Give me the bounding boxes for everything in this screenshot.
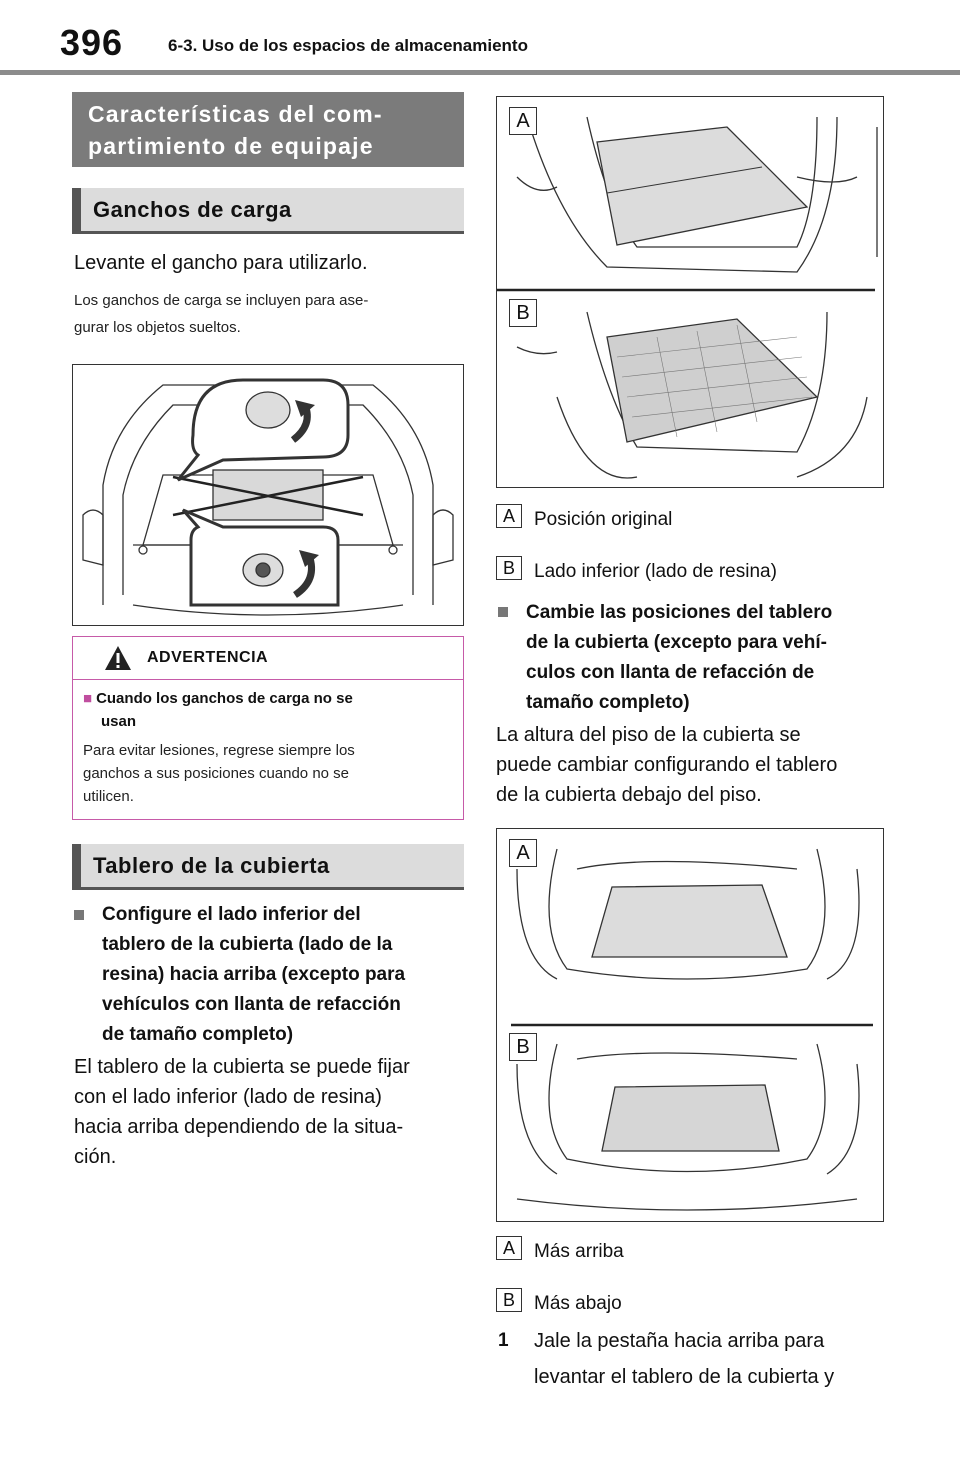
paragraph-lift-hook: Levante el gancho para utilizarlo. bbox=[74, 252, 368, 274]
bullet1-line-1: Configure el lado inferior del bbox=[102, 904, 361, 925]
bullet1-line-3: resina) hacia arriba (excepto para bbox=[102, 964, 406, 985]
caption-lower: Más abajo bbox=[534, 1293, 622, 1314]
warning-body: Para evitar lesiones, regrese siempre lo… bbox=[83, 739, 453, 808]
bullet2-line-3: culos con llanta de refacción de bbox=[526, 662, 815, 683]
caption-key-b: B bbox=[496, 556, 522, 580]
bullet1-line-2: tablero de la cubierta (lado de la bbox=[102, 934, 393, 955]
banner-line-1: Características del com- bbox=[88, 101, 383, 127]
bullet-square-icon bbox=[74, 910, 84, 920]
bullet2-line-4: tamaño completo) bbox=[526, 692, 690, 713]
paragraph-deck-board-fix: El tablero de la cubierta se puede fijar… bbox=[74, 1052, 410, 1172]
p3-line-2: puede cambiar configurando el tablero bbox=[496, 754, 838, 776]
header-divider bbox=[0, 70, 960, 75]
warning-body-line-2: ganchos a sus posiciones cuando no se bbox=[83, 765, 350, 782]
caption-higher: Más arriba bbox=[534, 1241, 624, 1262]
warning-head-line-1: Cuando los ganchos de carga no se bbox=[96, 690, 353, 707]
caption-original-position: Posición original bbox=[534, 509, 673, 530]
caption2-key-a: A bbox=[496, 1236, 522, 1260]
bullet2-line-1: Cambie las posiciones del tablero bbox=[526, 602, 833, 623]
deck-board-position-illustration: A B bbox=[496, 96, 884, 488]
warning-box: ADVERTENCIA ■Cuando los ganchos de carga… bbox=[72, 636, 464, 820]
cargo-hooks-illustration bbox=[72, 364, 464, 626]
section-title: 6-3. Uso de los espacios de almacenamien… bbox=[168, 36, 528, 55]
warning-header: ADVERTENCIA bbox=[73, 637, 463, 680]
figure-label-b: B bbox=[509, 299, 537, 327]
warning-triangle-icon bbox=[105, 646, 131, 670]
warning-head-line-2: usan bbox=[101, 713, 137, 730]
caption-key-a: A bbox=[496, 504, 522, 528]
subheading-deck-board: Tablero de la cubierta bbox=[72, 844, 464, 890]
warning-body-line-1: Para evitar lesiones, regrese siempre lo… bbox=[83, 742, 355, 759]
bullet-square-icon-2 bbox=[498, 607, 508, 617]
step1-line-2: levantar el tablero de la cubierta y bbox=[534, 1366, 835, 1388]
figure-label-a: A bbox=[509, 107, 537, 135]
p2-line-3: hacia arriba dependiendo de la situa- bbox=[74, 1116, 404, 1138]
warning-subheading: ■Cuando los ganchos de carga no se usan bbox=[83, 687, 453, 733]
bullet-change-positions: Cambie las posiciones del tablero de la … bbox=[526, 598, 832, 718]
note-line-2: gurar los objetos sueltos. bbox=[74, 319, 241, 336]
pink-square-icon: ■ bbox=[83, 690, 93, 707]
page-header: 396 6-3. Uso de los espacios de almacena… bbox=[0, 0, 960, 76]
p2-line-1: El tablero de la cubierta se puede fijar bbox=[74, 1056, 410, 1078]
deck-height-illustration: A B bbox=[496, 828, 884, 1222]
p3-line-1: La altura del piso de la cubierta se bbox=[496, 724, 801, 746]
figure2-label-a: A bbox=[509, 839, 537, 867]
step1-line-1: Jale la pestaña hacia arriba para bbox=[534, 1330, 825, 1352]
warning-body-line-3: utilicen. bbox=[83, 788, 134, 805]
p2-line-2: con el lado inferior (lado de resina) bbox=[74, 1086, 382, 1108]
caption-resin-side: Lado inferior (lado de resina) bbox=[534, 561, 777, 582]
page-number: 396 bbox=[60, 22, 124, 63]
warning-title: ADVERTENCIA bbox=[147, 649, 269, 666]
p2-line-4: ción. bbox=[74, 1146, 117, 1168]
bullet-configure-underside: Configure el lado inferior del tablero d… bbox=[102, 900, 405, 1050]
bullet1-line-5: de tamaño completo) bbox=[102, 1024, 294, 1045]
note-line-1: Los ganchos de carga se incluyen para as… bbox=[74, 292, 369, 309]
subheading-cargo-hooks: Ganchos de carga bbox=[72, 188, 464, 234]
bullet1-line-4: vehículos con llanta de refacción bbox=[102, 994, 401, 1015]
chapter-banner: Características del com- partimiento de … bbox=[72, 92, 464, 167]
bullet2-line-2: de la cubierta (excepto para vehí- bbox=[526, 632, 827, 653]
paragraph-floor-height: La altura del piso de la cubierta se pue… bbox=[496, 720, 837, 810]
banner-line-2: partimiento de equipaje bbox=[88, 133, 374, 159]
figure2-label-b: B bbox=[509, 1033, 537, 1061]
p3-line-3: de la cubierta debajo del piso. bbox=[496, 784, 762, 806]
caption2-key-b: B bbox=[496, 1288, 522, 1312]
step-1-text: Jale la pestaña hacia arriba para levant… bbox=[534, 1326, 834, 1392]
step-number-1: 1 bbox=[498, 1330, 509, 1351]
